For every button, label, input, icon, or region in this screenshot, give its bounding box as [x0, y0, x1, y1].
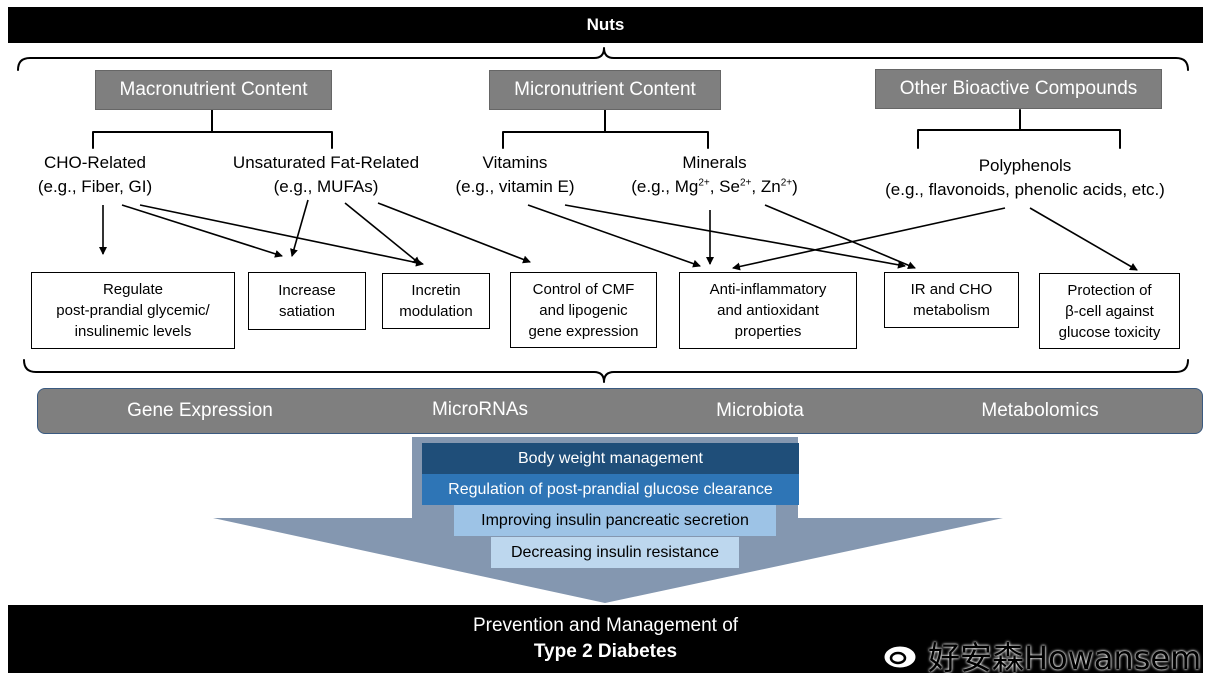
source-cho-example: (e.g., Fiber, GI)	[37, 177, 153, 196]
micro-bracket	[502, 109, 709, 149]
source-fat-example: (e.g., MUFAs)	[273, 177, 379, 196]
omics-microbiota: Microbiota	[716, 400, 804, 421]
source-cho-title: CHO-Related	[43, 153, 147, 172]
category-macronutrient: Macronutrient Content	[95, 70, 332, 110]
source-fat-title: Unsaturated Fat-Related	[232, 153, 420, 172]
category-bioactive-label: Other Bioactive Compounds	[899, 78, 1138, 99]
footer-line1: Prevention and Management of	[472, 615, 739, 636]
category-micronutrient: Micronutrient Content	[489, 70, 721, 110]
source-minerals-title: Minerals	[682, 153, 747, 172]
source-polyphenols-example: (e.g., flavonoids, phenolic acids, etc.)	[885, 180, 1165, 199]
source-vitamins-title: Vitamins	[482, 153, 548, 172]
other-bracket	[917, 109, 1121, 149]
source-vitamins-example: (e.g., vitamin E)	[455, 177, 575, 196]
source-minerals-example: (e.g., Mg2+, Se2+, Zn2+)	[631, 177, 798, 196]
source-fat: Unsaturated Fat-Related (e.g., MUFAs)	[215, 151, 437, 199]
title-text: Nuts	[586, 15, 625, 34]
source-polyphenols-title: Polyphenols	[978, 156, 1072, 175]
category-bioactive: Other Bioactive Compounds	[875, 69, 1162, 109]
outcome-body-weight: Body weight management	[422, 443, 799, 474]
outcome-insulin-resistance: Decreasing insulin resistance	[491, 537, 739, 568]
top-brace	[17, 47, 1189, 71]
watermark: 好安森Howansem	[880, 630, 1205, 677]
footer-bar: Prevention and Management of Type 2 Diab…	[8, 605, 1203, 673]
omics-micrornas: MicroRNAs	[431, 399, 529, 420]
title-bar: Nuts	[8, 7, 1203, 43]
source-minerals: Minerals (e.g., Mg2+, Se2+, Zn2+)	[612, 151, 817, 199]
source-polyphenols: Polyphenols (e.g., flavonoids, phenolic …	[855, 154, 1195, 202]
footer-line2: Type 2 Diabetes	[533, 641, 678, 662]
omics-bar	[37, 388, 1203, 434]
weibo-logo-icon	[881, 637, 921, 671]
omics-metabolomics: Metabolomics	[981, 400, 1099, 421]
bottom-brace	[23, 359, 1189, 383]
omics-gene-expression: Gene Expression	[127, 400, 273, 421]
outcome-insulin-secretion: Improving insulin pancreatic secretion	[454, 505, 776, 536]
watermark-text: 好安森Howansem	[928, 639, 1202, 677]
source-vitamins: Vitamins (e.g., vitamin E)	[440, 151, 590, 199]
macro-bracket	[92, 109, 333, 149]
category-micronutrient-label: Micronutrient Content	[514, 79, 696, 100]
source-cho: CHO-Related (e.g., Fiber, GI)	[20, 151, 170, 199]
category-macronutrient-label: Macronutrient Content	[119, 79, 308, 100]
outcome-glucose-clearance: Regulation of post-prandial glucose clea…	[422, 474, 799, 505]
